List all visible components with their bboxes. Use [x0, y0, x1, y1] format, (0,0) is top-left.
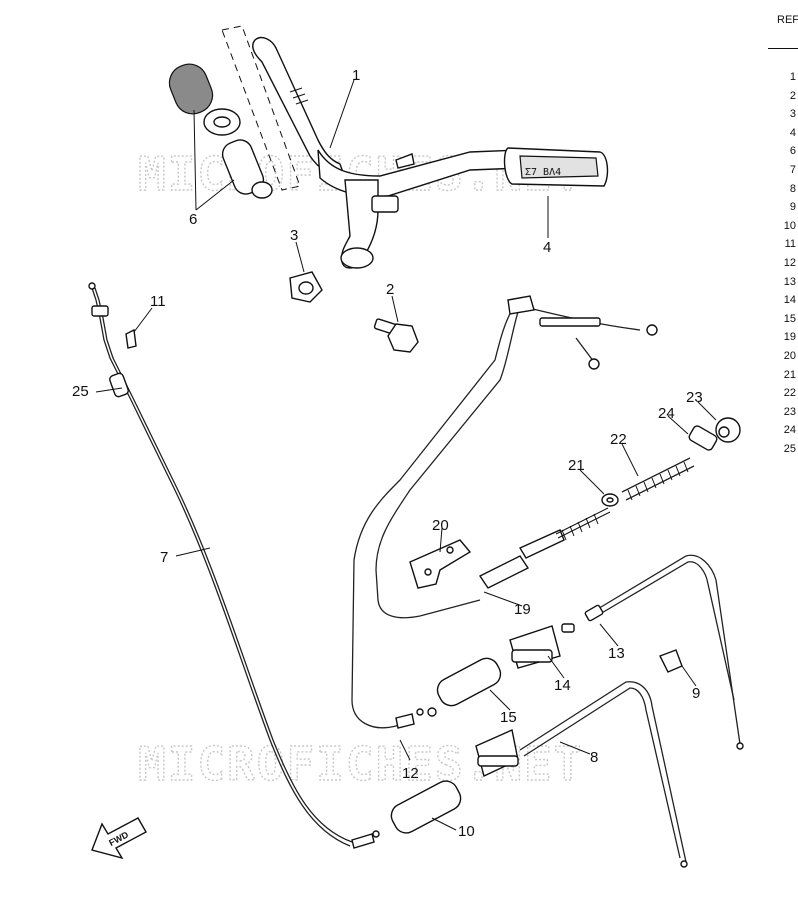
ref-item: 1: [789, 71, 796, 83]
ref-item: 7: [789, 163, 796, 176]
cable-13: [561, 554, 744, 750]
ref-header: REF: [777, 14, 798, 26]
grip-10: [390, 780, 462, 834]
callout-22: 22: [610, 431, 627, 448]
callout-11: 11: [150, 293, 166, 310]
ref-item: 6: [789, 145, 796, 158]
callout-10: 10: [458, 823, 475, 840]
adjuster-19: [478, 507, 611, 589]
callout-3: 3: [290, 227, 298, 244]
ref-item: 13: [783, 275, 796, 288]
handlebar: [252, 36, 523, 269]
ref-item: 4: [789, 126, 796, 139]
ref-item: 2: [789, 89, 796, 102]
callout-4: 4: [543, 239, 551, 256]
sleeve-24: [688, 425, 718, 451]
grip-15: [427, 657, 502, 717]
ref-item: 22: [783, 387, 796, 400]
bolt: [373, 318, 419, 353]
callout-13: 13: [608, 645, 625, 662]
cable-8: [475, 681, 688, 868]
callout-15: 15: [500, 709, 517, 726]
ref-item: 14: [783, 294, 796, 307]
cable-12-19: [351, 295, 658, 729]
callout-numbers: 1 2 3 4 6 7 8 9 10 11 12 13 14 15 19 20 …: [72, 67, 703, 840]
ref-item: 23: [783, 405, 796, 418]
clip-9: [659, 649, 683, 673]
ref-item: 21: [783, 368, 796, 381]
ref-item: 9: [789, 201, 796, 214]
nut: [289, 271, 323, 303]
ref-item: 10: [783, 219, 796, 232]
throttle-cable-7: [88, 282, 380, 849]
ref-rule: [768, 48, 798, 49]
cap-23: [715, 417, 741, 443]
callout-21: 21: [568, 457, 585, 474]
ref-item: 24: [783, 424, 796, 437]
spring-22: [621, 457, 695, 501]
callout-25: 25: [72, 383, 89, 400]
right-grip: Ʃ7 BΛ4: [503, 147, 609, 187]
callout-23: 23: [686, 389, 703, 406]
callout-12: 12: [402, 765, 419, 782]
callout-19: 19: [514, 601, 531, 618]
ref-item: 20: [783, 349, 796, 362]
ref-item: 8: [789, 182, 796, 195]
ref-item: 19: [783, 331, 796, 344]
grip-lettering: Ʃ7 BΛ4: [525, 167, 561, 178]
ref-item: 11: [784, 238, 796, 251]
callout-7: 7: [160, 549, 168, 566]
callout-20: 20: [432, 517, 449, 534]
callout-1: 1: [352, 67, 360, 84]
callout-8: 8: [590, 749, 598, 766]
callout-14: 14: [554, 677, 571, 694]
ref-item: 3: [789, 108, 796, 121]
ref-item: 12: [783, 256, 796, 269]
left-grip-set: [168, 25, 301, 199]
callout-24: 24: [658, 405, 675, 422]
connector-14: [509, 625, 561, 669]
bracket-20: [409, 539, 472, 589]
leader-lines: [95, 79, 717, 831]
fwd-arrow: FWD: [91, 817, 147, 860]
ref-item: 25: [783, 442, 796, 455]
ref-list: 1 2 3 4 6 7 8 9 10 11 12 13 14 15 19 20 …: [766, 68, 798, 458]
callout-6: 6: [189, 211, 197, 228]
ref-item: 15: [783, 312, 796, 325]
callout-9: 9: [692, 685, 700, 702]
callout-2: 2: [386, 281, 394, 298]
ring-21: [601, 493, 619, 507]
